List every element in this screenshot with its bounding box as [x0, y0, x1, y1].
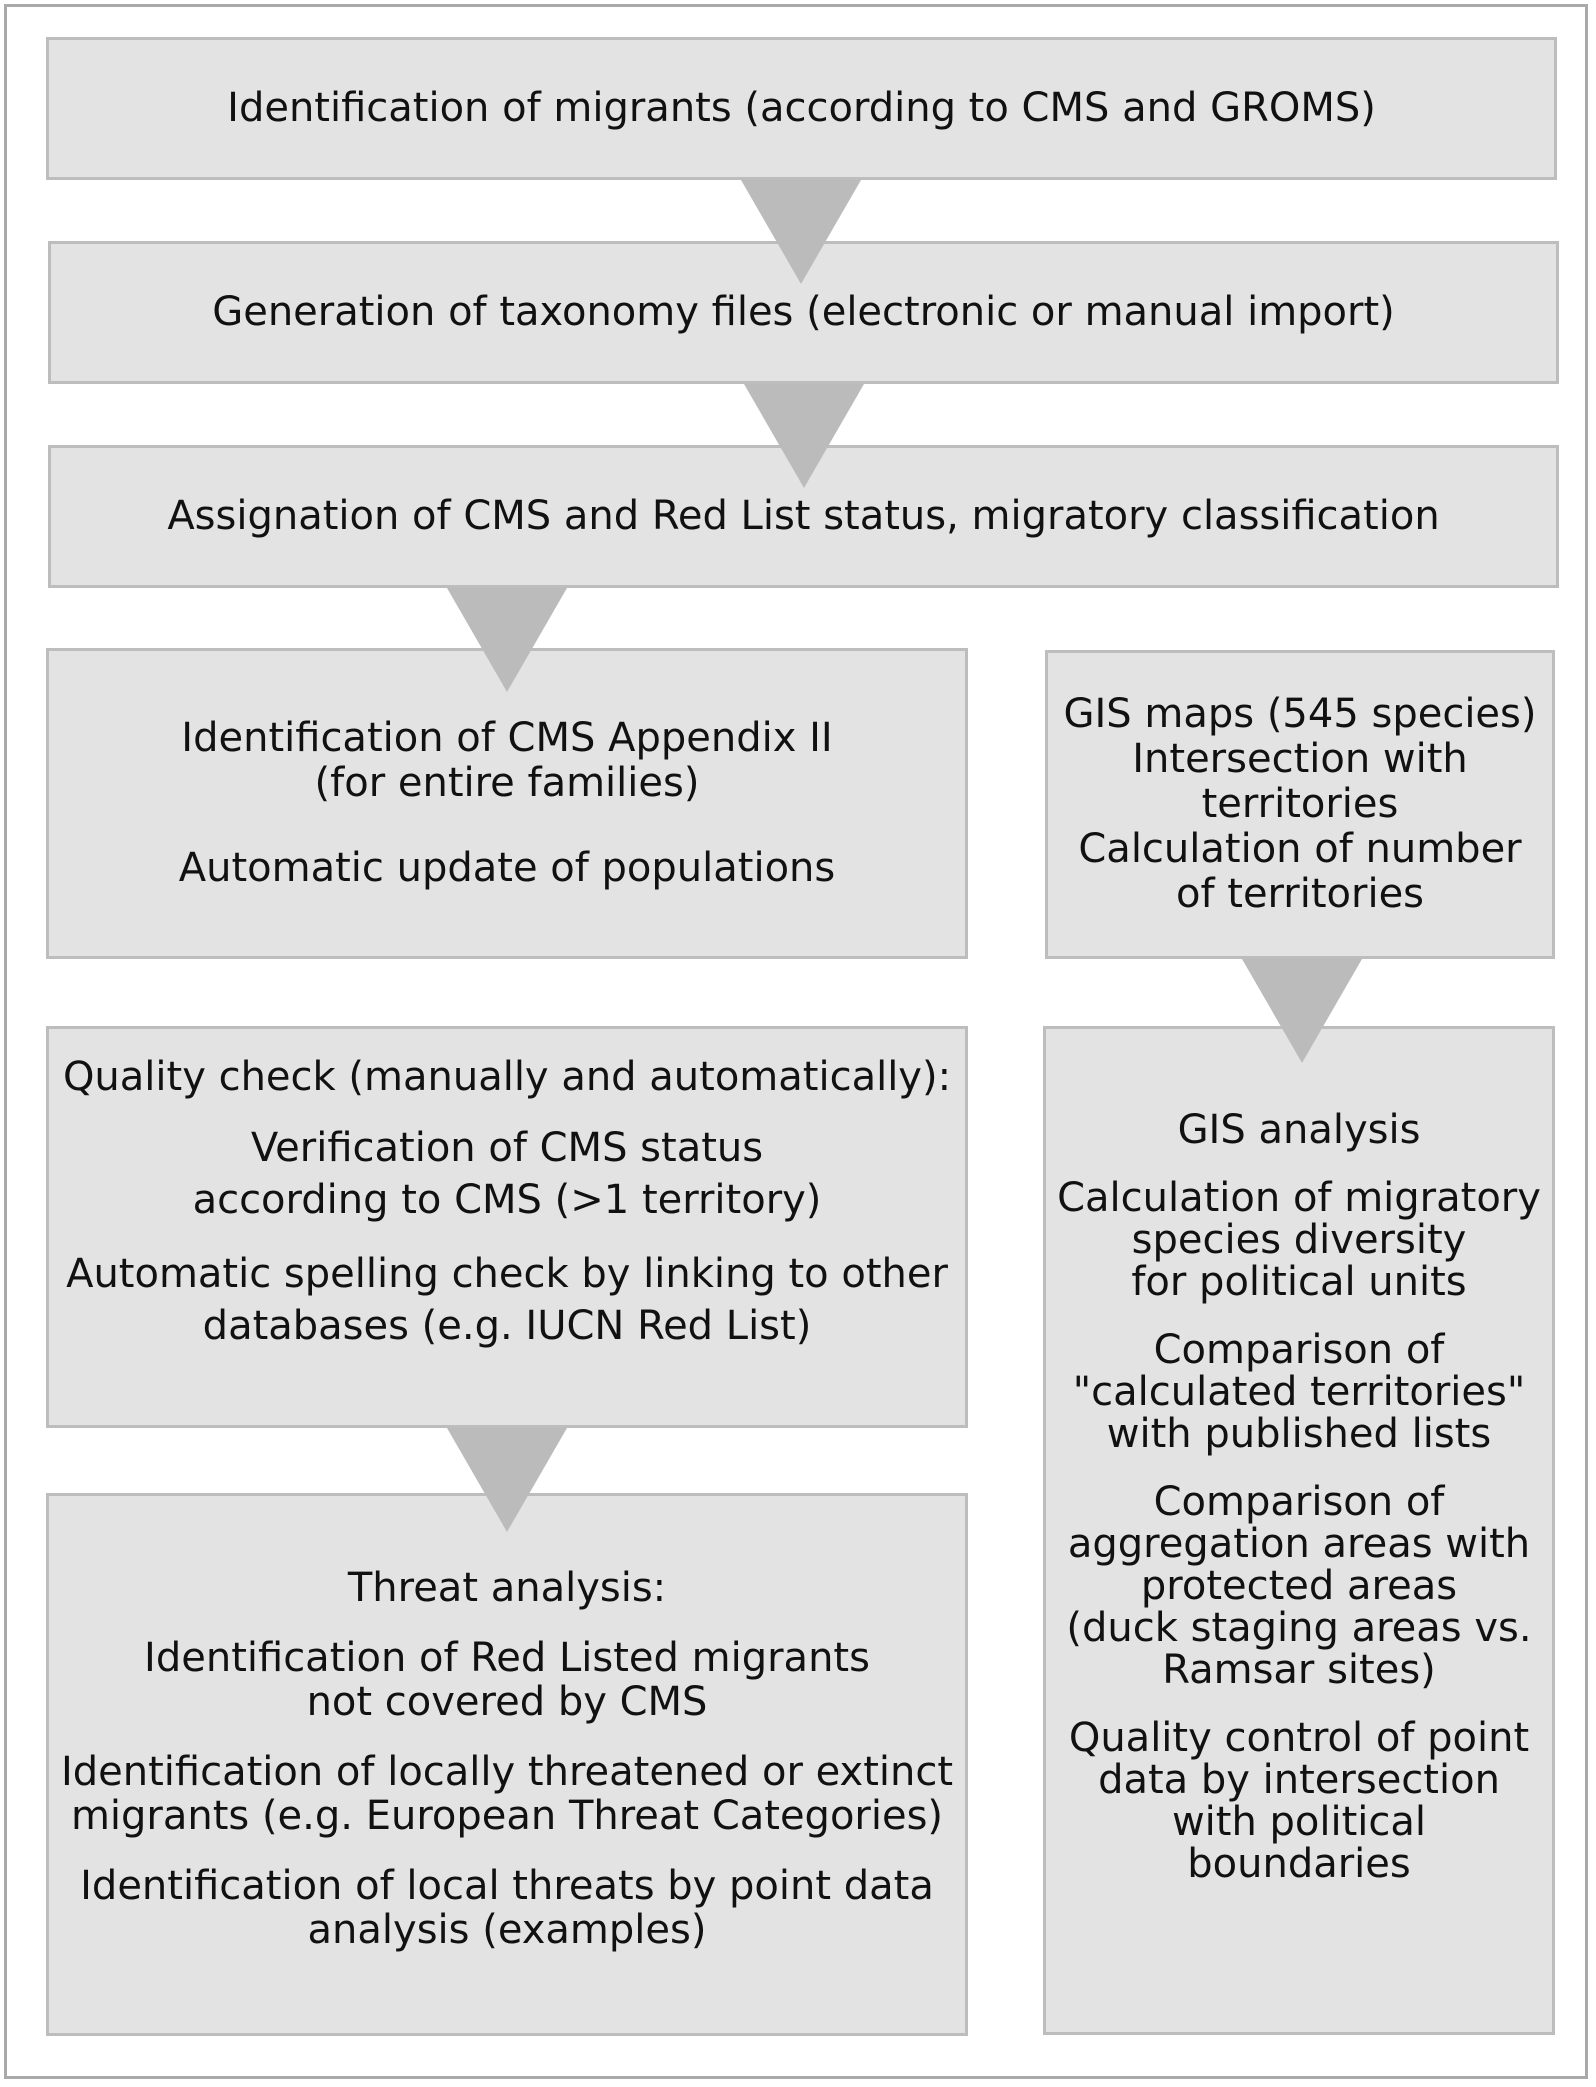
box-text: Identification of locally threatened or … — [60, 1749, 954, 1795]
box-identification-of-cms-appendix-ii: Identification of CMS Appendix II (for e… — [46, 648, 968, 959]
box-text: territories — [1201, 781, 1399, 827]
box-paragraph: Identification of CMS Appendix II (for e… — [181, 716, 832, 806]
box-text: Intersection with — [1132, 736, 1468, 782]
box-threat-analysis: Threat analysis: Identification of Red L… — [46, 1493, 968, 2036]
box-generation-of-taxonomy-files: Generation of taxonomy files (electronic… — [48, 241, 1559, 384]
box-text: Generation of taxonomy files (electronic… — [212, 289, 1395, 335]
box-paragraph: Automatic update of populations — [179, 846, 835, 891]
box-text: Identification of migrants (according to… — [227, 85, 1376, 131]
box-paragraph: Quality check (manually and automaticall… — [63, 1055, 951, 1100]
box-paragraph: Comparison of "calculated territories" w… — [1073, 1329, 1526, 1455]
box-text: (for entire families) — [314, 760, 700, 806]
box-text: Assignation of CMS and Red List status, … — [167, 493, 1440, 539]
box-gis-analysis: GIS analysis Calculation of migratory sp… — [1043, 1026, 1555, 2035]
box-paragraph: Quality control of point data by interse… — [1069, 1717, 1529, 1885]
box-text: with published lists — [1106, 1411, 1492, 1457]
box-identification-of-migrants: Identification of migrants (according to… — [46, 37, 1557, 180]
box-assignation-of-status: Assignation of CMS and Red List status, … — [48, 445, 1559, 588]
box-paragraph: Identification of local threats by point… — [80, 1864, 934, 1952]
box-text: Automatic spelling check by linking to o… — [66, 1251, 948, 1297]
box-text: Automatic update of populations — [178, 845, 836, 891]
box-text: Identification of CMS Appendix II — [181, 715, 833, 761]
box-text: data by intersection — [1098, 1757, 1500, 1803]
box-paragraph: Verification of CMS status according to … — [193, 1122, 822, 1226]
box-paragraph: Identification of Red Listed migrants no… — [144, 1636, 870, 1724]
box-text: Identification of Red Listed migrants — [144, 1635, 870, 1681]
box-paragraph: Calculation of migratory species diversi… — [1057, 1177, 1541, 1303]
box-text: protected areas — [1140, 1563, 1458, 1609]
box-text: Quality control of point — [1068, 1715, 1530, 1761]
box-text: Comparison of — [1153, 1479, 1445, 1525]
box-text: Threat analysis: — [347, 1565, 667, 1611]
box-text: species diversity — [1131, 1217, 1467, 1263]
box-text: Verification of CMS status — [250, 1125, 764, 1171]
box-text: GIS analysis — [1177, 1107, 1421, 1153]
box-text: (duck staging areas vs. — [1066, 1605, 1532, 1651]
box-text: Calculation of migratory — [1057, 1175, 1541, 1221]
box-text: analysis (examples) — [307, 1907, 707, 1953]
box-paragraph: Identification of locally threatened or … — [61, 1750, 953, 1838]
box-text: for political units — [1131, 1259, 1467, 1305]
box-text: Identification of local threats by point… — [80, 1863, 934, 1909]
box-text: aggregation areas with — [1067, 1521, 1531, 1567]
box-text: according to CMS (>1 territory) — [192, 1177, 822, 1223]
box-text: migrants (e.g. European Threat Categorie… — [70, 1793, 944, 1839]
box-text: "calculated territories" — [1072, 1369, 1526, 1415]
box-text: boundaries — [1187, 1841, 1411, 1887]
box-text: of territories — [1175, 871, 1425, 917]
box-text: Quality check (manually and automaticall… — [62, 1054, 952, 1100]
box-text: databases (e.g. IUCN Red List) — [202, 1303, 812, 1349]
box-text: Ramsar sites) — [1162, 1647, 1436, 1693]
box-quality-check: Quality check (manually and automaticall… — [46, 1026, 968, 1428]
box-text: Comparison of — [1153, 1327, 1445, 1373]
box-paragraph: Automatic spelling check by linking to o… — [66, 1248, 948, 1352]
box-text: not covered by CMS — [306, 1679, 708, 1725]
box-gis-maps: GIS maps (545 species) Intersection with… — [1045, 650, 1555, 959]
box-paragraph: GIS maps (545 species) Intersection with… — [1064, 692, 1537, 917]
box-paragraph: Comparison of aggregation areas with pro… — [1066, 1481, 1531, 1691]
box-paragraph: GIS analysis — [1178, 1109, 1421, 1151]
box-paragraph: Threat analysis: — [348, 1566, 666, 1610]
box-text: Calculation of number — [1078, 826, 1522, 872]
box-text: GIS maps (545 species) — [1063, 691, 1537, 737]
box-text: with political — [1171, 1799, 1427, 1845]
